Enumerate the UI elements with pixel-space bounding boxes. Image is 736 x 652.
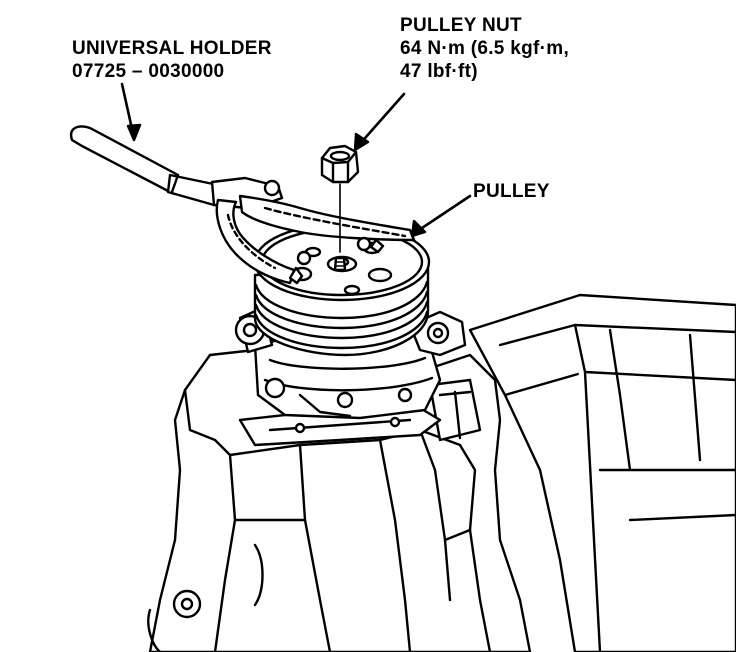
pump-housing [148,350,530,652]
pulley-nut [322,146,358,182]
leader-nut [355,94,404,150]
pulley-nut-label: PULLEY NUT 64 N·m (6.5 kgf·m, 47 lbf·ft) [400,14,569,83]
leader-pulley [412,196,470,236]
leader-holder [122,84,140,140]
pulley-nut-torque: 64 N·m (6.5 kgf·m, [400,38,570,59]
pulley-nut-torque-imperial: 47 lbf·ft) [400,61,478,82]
pulley-title: PULLEY [473,181,550,202]
universal-holder-tool [71,127,414,284]
pulley-shaft [335,184,345,270]
universal-holder-title: UNIVERSAL HOLDER [72,38,272,59]
pulley-label: PULLEY [473,180,550,203]
pulley [255,224,429,355]
pulley-nut-title: PULLEY NUT [400,15,522,36]
pump-body [236,308,465,418]
universal-holder-label: UNIVERSAL HOLDER 07725 – 0030000 [72,37,272,83]
universal-holder-part-number: 07725 – 0030000 [72,61,225,82]
engine-block [470,295,736,652]
